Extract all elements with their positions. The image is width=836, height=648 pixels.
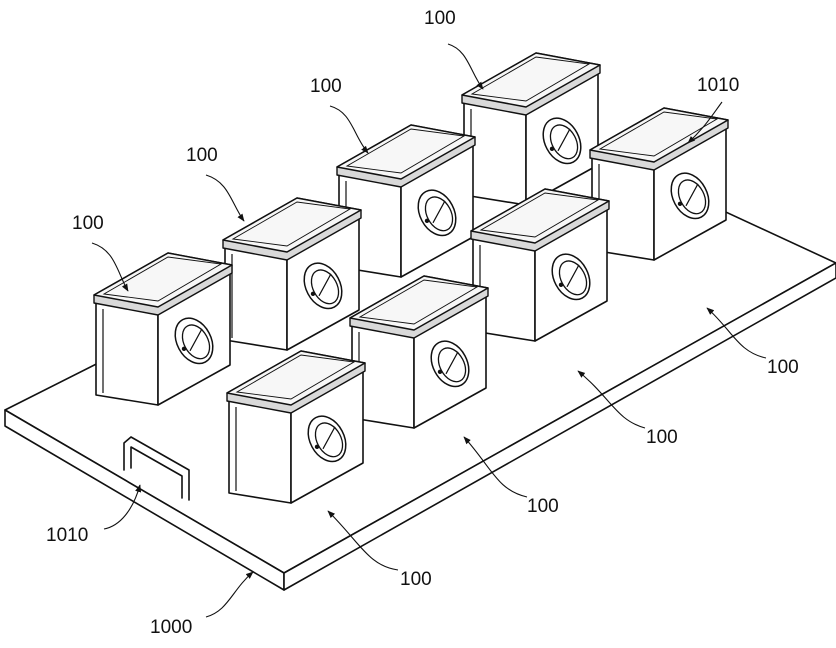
module-top-face [93, 252, 233, 308]
module-1 [461, 52, 601, 206]
leader-module-3 [205, 174, 245, 222]
label-module-2: 100 [310, 76, 342, 97]
module-port-dot [558, 282, 564, 288]
leader-module-7 [463, 436, 528, 498]
module-left-face [224, 247, 288, 351]
module-port-dot [677, 201, 683, 207]
module-port-dot [310, 291, 316, 297]
module-port-dot [424, 218, 430, 224]
leader-handle-left [103, 484, 142, 530]
module-7 [93, 252, 233, 406]
module-3 [336, 124, 476, 278]
module-top-inner [598, 111, 719, 157]
leader-lines [91, 43, 767, 618]
label-module-3: 100 [186, 145, 218, 166]
module-top-inner [102, 256, 223, 302]
leader-module-1 [447, 43, 484, 90]
module-port-line [322, 426, 336, 450]
label-module-7: 100 [527, 496, 559, 517]
module-top-face [226, 350, 366, 406]
label-module-5: 100 [767, 357, 799, 378]
module-top-face [349, 275, 489, 331]
module-port-line [685, 183, 699, 207]
label-module-6: 100 [646, 427, 678, 448]
label-module-4: 100 [72, 213, 104, 234]
module-5 [222, 197, 362, 351]
leader-base [205, 571, 254, 618]
leader-module-6 [577, 370, 646, 429]
module-port-line [318, 273, 332, 297]
module-port-dot [181, 346, 187, 352]
module-top-face [461, 52, 601, 108]
module-top-inner [235, 354, 356, 400]
module-port-dot [549, 146, 555, 152]
module-8 [226, 350, 366, 504]
leader-module-5 [706, 307, 767, 359]
handle-front-left [123, 436, 190, 501]
modules-group [93, 52, 729, 504]
label-handle-right: 1010 [697, 75, 739, 96]
module-top-inner [479, 192, 600, 238]
module-left-face [228, 400, 292, 504]
module-port-line [557, 128, 571, 152]
module-top-inner [231, 201, 352, 247]
module-port-dot [437, 369, 443, 375]
module-port-line [566, 264, 580, 288]
module-port-line [445, 351, 459, 375]
module-top-inner [358, 279, 479, 325]
leader-module-8 [327, 510, 399, 571]
module-port-line [189, 328, 203, 352]
module-top-inner [470, 56, 591, 102]
label-base-plate: 1000 [150, 617, 192, 638]
module-port-line [432, 200, 446, 224]
label-module-1: 100 [424, 8, 456, 29]
label-module-8: 100 [400, 569, 432, 590]
module-4 [470, 188, 610, 342]
module-port-dot [314, 444, 320, 450]
module-top-face [222, 197, 362, 253]
leader-module-4 [91, 242, 129, 292]
module-top-inner [345, 128, 466, 174]
module-top-face [589, 107, 729, 163]
leader-module-2 [329, 105, 369, 154]
label-handle-left: 1010 [46, 525, 88, 546]
reference-labels: 100 100 100 100 1010 1010 100 100 100 10… [46, 8, 799, 638]
module-6 [349, 275, 489, 429]
module-top-face [470, 188, 610, 244]
module-top-face [336, 124, 476, 180]
leader-handle-right [687, 101, 723, 144]
module-left-face [95, 302, 159, 406]
